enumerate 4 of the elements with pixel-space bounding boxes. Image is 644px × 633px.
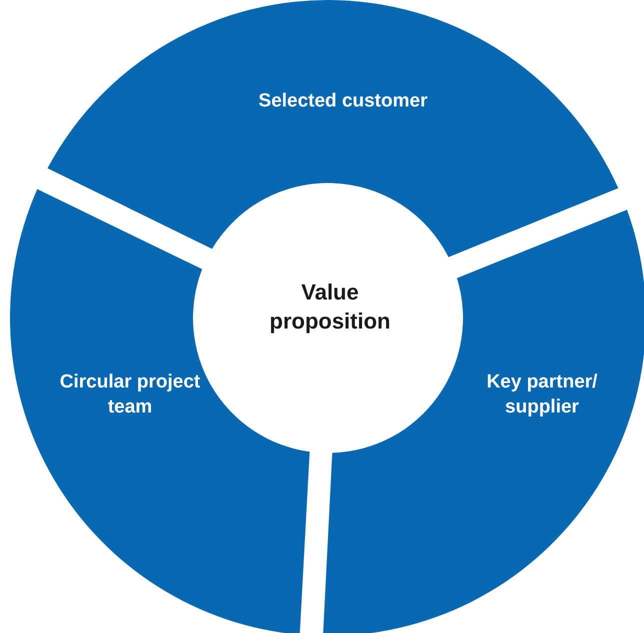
- center-label: Value proposition: [268, 278, 392, 336]
- segment-label: Selected customer: [258, 90, 428, 114]
- segment-label: Circular project team: [58, 370, 202, 419]
- segment-label: Key partner/ supplier: [486, 370, 598, 419]
